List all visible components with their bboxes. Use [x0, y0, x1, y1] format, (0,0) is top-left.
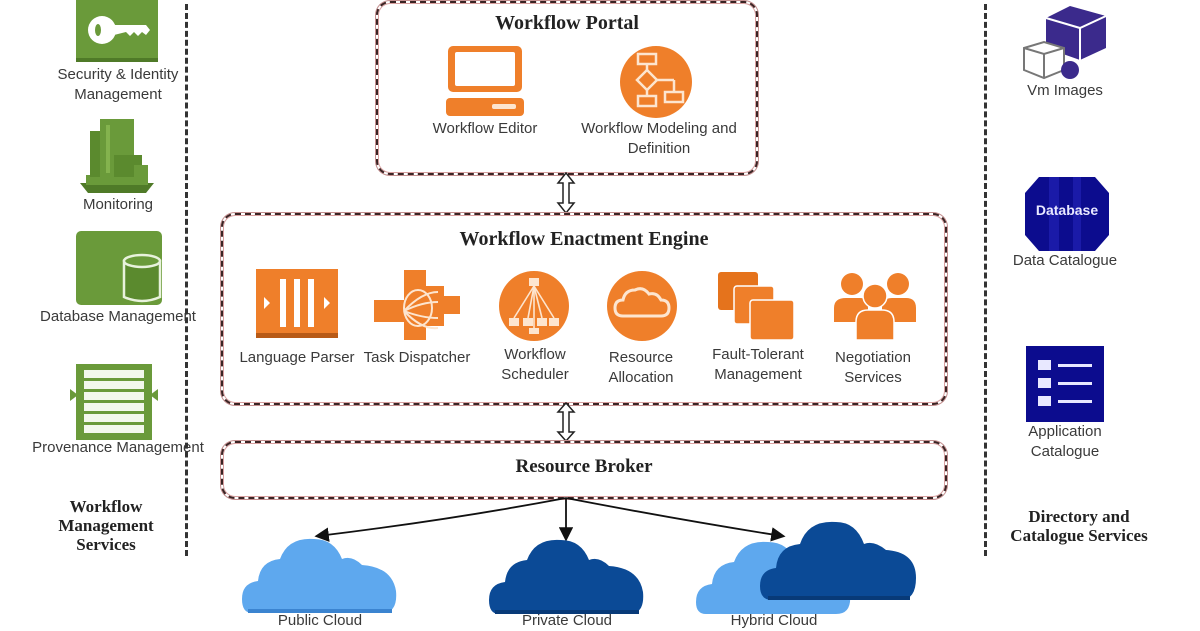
workflow-editor-text: Workflow Editor: [432, 120, 538, 137]
hybrid-cloud-icon[interactable]: [696, 518, 918, 618]
computer-icon[interactable]: [444, 44, 526, 118]
resource-broker-title: Resource Broker: [515, 456, 653, 477]
workflow-management-services-heading: Workflow Management Services: [58, 497, 154, 554]
language-parser-label: Language Parser: [239, 349, 355, 366]
workflow-editor-label: Workflow Editor: [420, 119, 550, 139]
database-management-label: Database Management: [20, 307, 216, 327]
arrow-to-public-cloud: [314, 497, 567, 542]
bidirectional-arrow-icon: [556, 172, 576, 214]
database-management-icon: [76, 231, 162, 307]
negotiation-services-label: Negotiation Services: [835, 349, 911, 386]
application-catalogue-label: Application Catalogue: [1028, 423, 1102, 460]
monitoring-label: Monitoring: [82, 196, 154, 213]
workflow-enactment-engine-title: Workflow Enactment Engine: [459, 228, 709, 250]
public-cloud-label: Public Cloud: [277, 612, 363, 629]
vm-cubes-icon: [1022, 4, 1108, 80]
private-cloud-icon[interactable]: [489, 536, 645, 616]
data-catalogue-label: Data Catalogue: [1012, 252, 1118, 269]
cloud-icon[interactable]: [601, 270, 683, 342]
provenance-management-label: Provenance Management: [32, 439, 204, 456]
fault-tolerant-label: Fault-Tolerant Management: [712, 346, 804, 383]
vm-images-label: Vm Images: [1027, 82, 1103, 99]
stacked-squares-icon[interactable]: [716, 270, 800, 342]
security-identity-label: Security & Identity Management: [57, 66, 179, 103]
left-divider: [185, 4, 188, 556]
monitoring-building-icon: [76, 115, 158, 195]
hybrid-cloud-label: Hybrid Cloud: [730, 612, 818, 629]
parser-icon[interactable]: [256, 269, 338, 339]
workflow-enactment-engine-box[interactable]: [221, 213, 947, 405]
workflow-scheduler-label: Workflow Scheduler: [501, 346, 569, 383]
database-icon: Database: [1025, 175, 1109, 253]
private-cloud-label: Private Cloud: [521, 612, 613, 629]
workflow-portal-title: Workflow Portal: [495, 12, 639, 34]
provenance-list-icon: [68, 362, 160, 442]
people-icon[interactable]: [832, 270, 918, 342]
public-cloud-icon[interactable]: [242, 535, 398, 615]
resource-allocation-label: Resource Allocation: [608, 349, 674, 386]
directory-catalogue-services-heading: Directory and Catalogue Services: [1010, 507, 1148, 545]
right-divider: [984, 4, 987, 556]
flowchart-icon[interactable]: [616, 44, 696, 120]
database-management-text: Database Management: [40, 308, 196, 325]
workflow-modeling-label: Workflow Modeling and Definition: [581, 120, 737, 157]
dispatcher-icon[interactable]: [374, 270, 460, 340]
list-icon: [1026, 346, 1104, 422]
key-icon: [76, 0, 158, 62]
scheduler-icon[interactable]: [493, 270, 575, 342]
task-dispatcher-label: Task Dispatcher: [363, 349, 471, 366]
database-icon-text: Database: [1035, 202, 1099, 218]
bidirectional-arrow-icon: [556, 402, 576, 442]
